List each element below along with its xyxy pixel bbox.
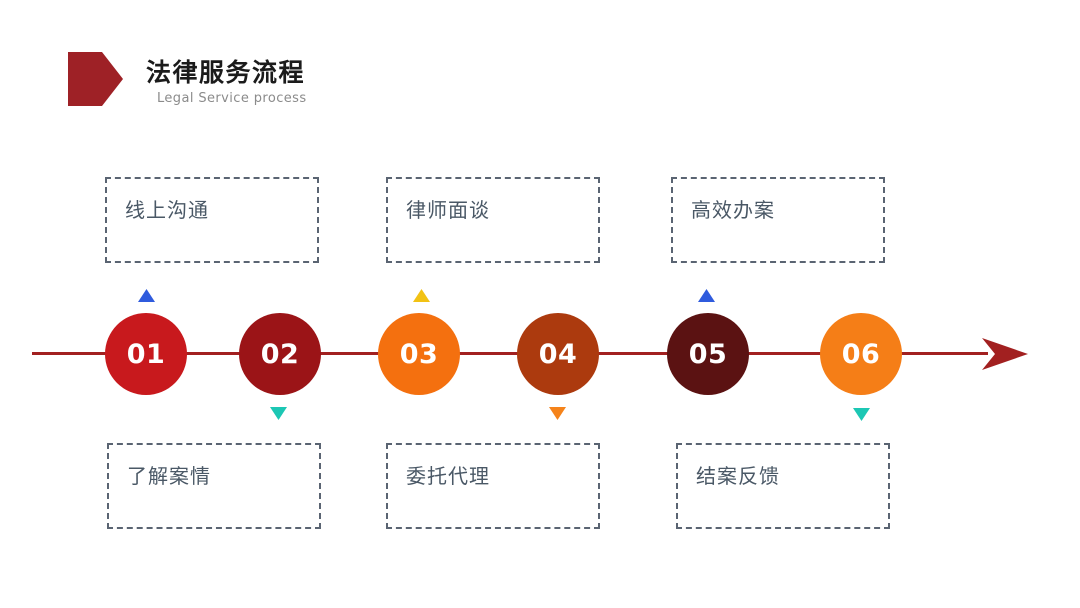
label-box-step-05: 高效办案 bbox=[671, 177, 885, 263]
timeline-line bbox=[32, 352, 988, 355]
page-title: 法律服务流程 bbox=[146, 58, 306, 87]
label-box-step-03: 律师面谈 bbox=[386, 177, 600, 263]
step-circle-03: 03 bbox=[378, 313, 460, 395]
triangle-up-icon-step-01 bbox=[138, 289, 155, 302]
step-circle-05: 05 bbox=[667, 313, 749, 395]
triangle-up-icon-step-03 bbox=[413, 289, 430, 302]
step-circle-04: 04 bbox=[517, 313, 599, 395]
label-box-step-02: 了解案情 bbox=[107, 443, 321, 529]
triangle-up-icon-step-05 bbox=[698, 289, 715, 302]
label-box-step-06: 结案反馈 bbox=[676, 443, 890, 529]
step-circle-02: 02 bbox=[239, 313, 321, 395]
triangle-down-icon-step-02 bbox=[270, 407, 287, 420]
arrow-pentagon-logo-icon bbox=[68, 52, 123, 106]
timeline-arrowhead-icon bbox=[982, 338, 1028, 370]
step-circle-01: 01 bbox=[105, 313, 187, 395]
page-subtitle: Legal Service process bbox=[157, 91, 307, 106]
step-circle-06: 06 bbox=[820, 313, 902, 395]
triangle-down-icon-step-04 bbox=[549, 407, 566, 420]
label-box-step-01: 线上沟通 bbox=[105, 177, 319, 263]
triangle-down-icon-step-06 bbox=[853, 408, 870, 421]
label-box-step-04: 委托代理 bbox=[386, 443, 600, 529]
